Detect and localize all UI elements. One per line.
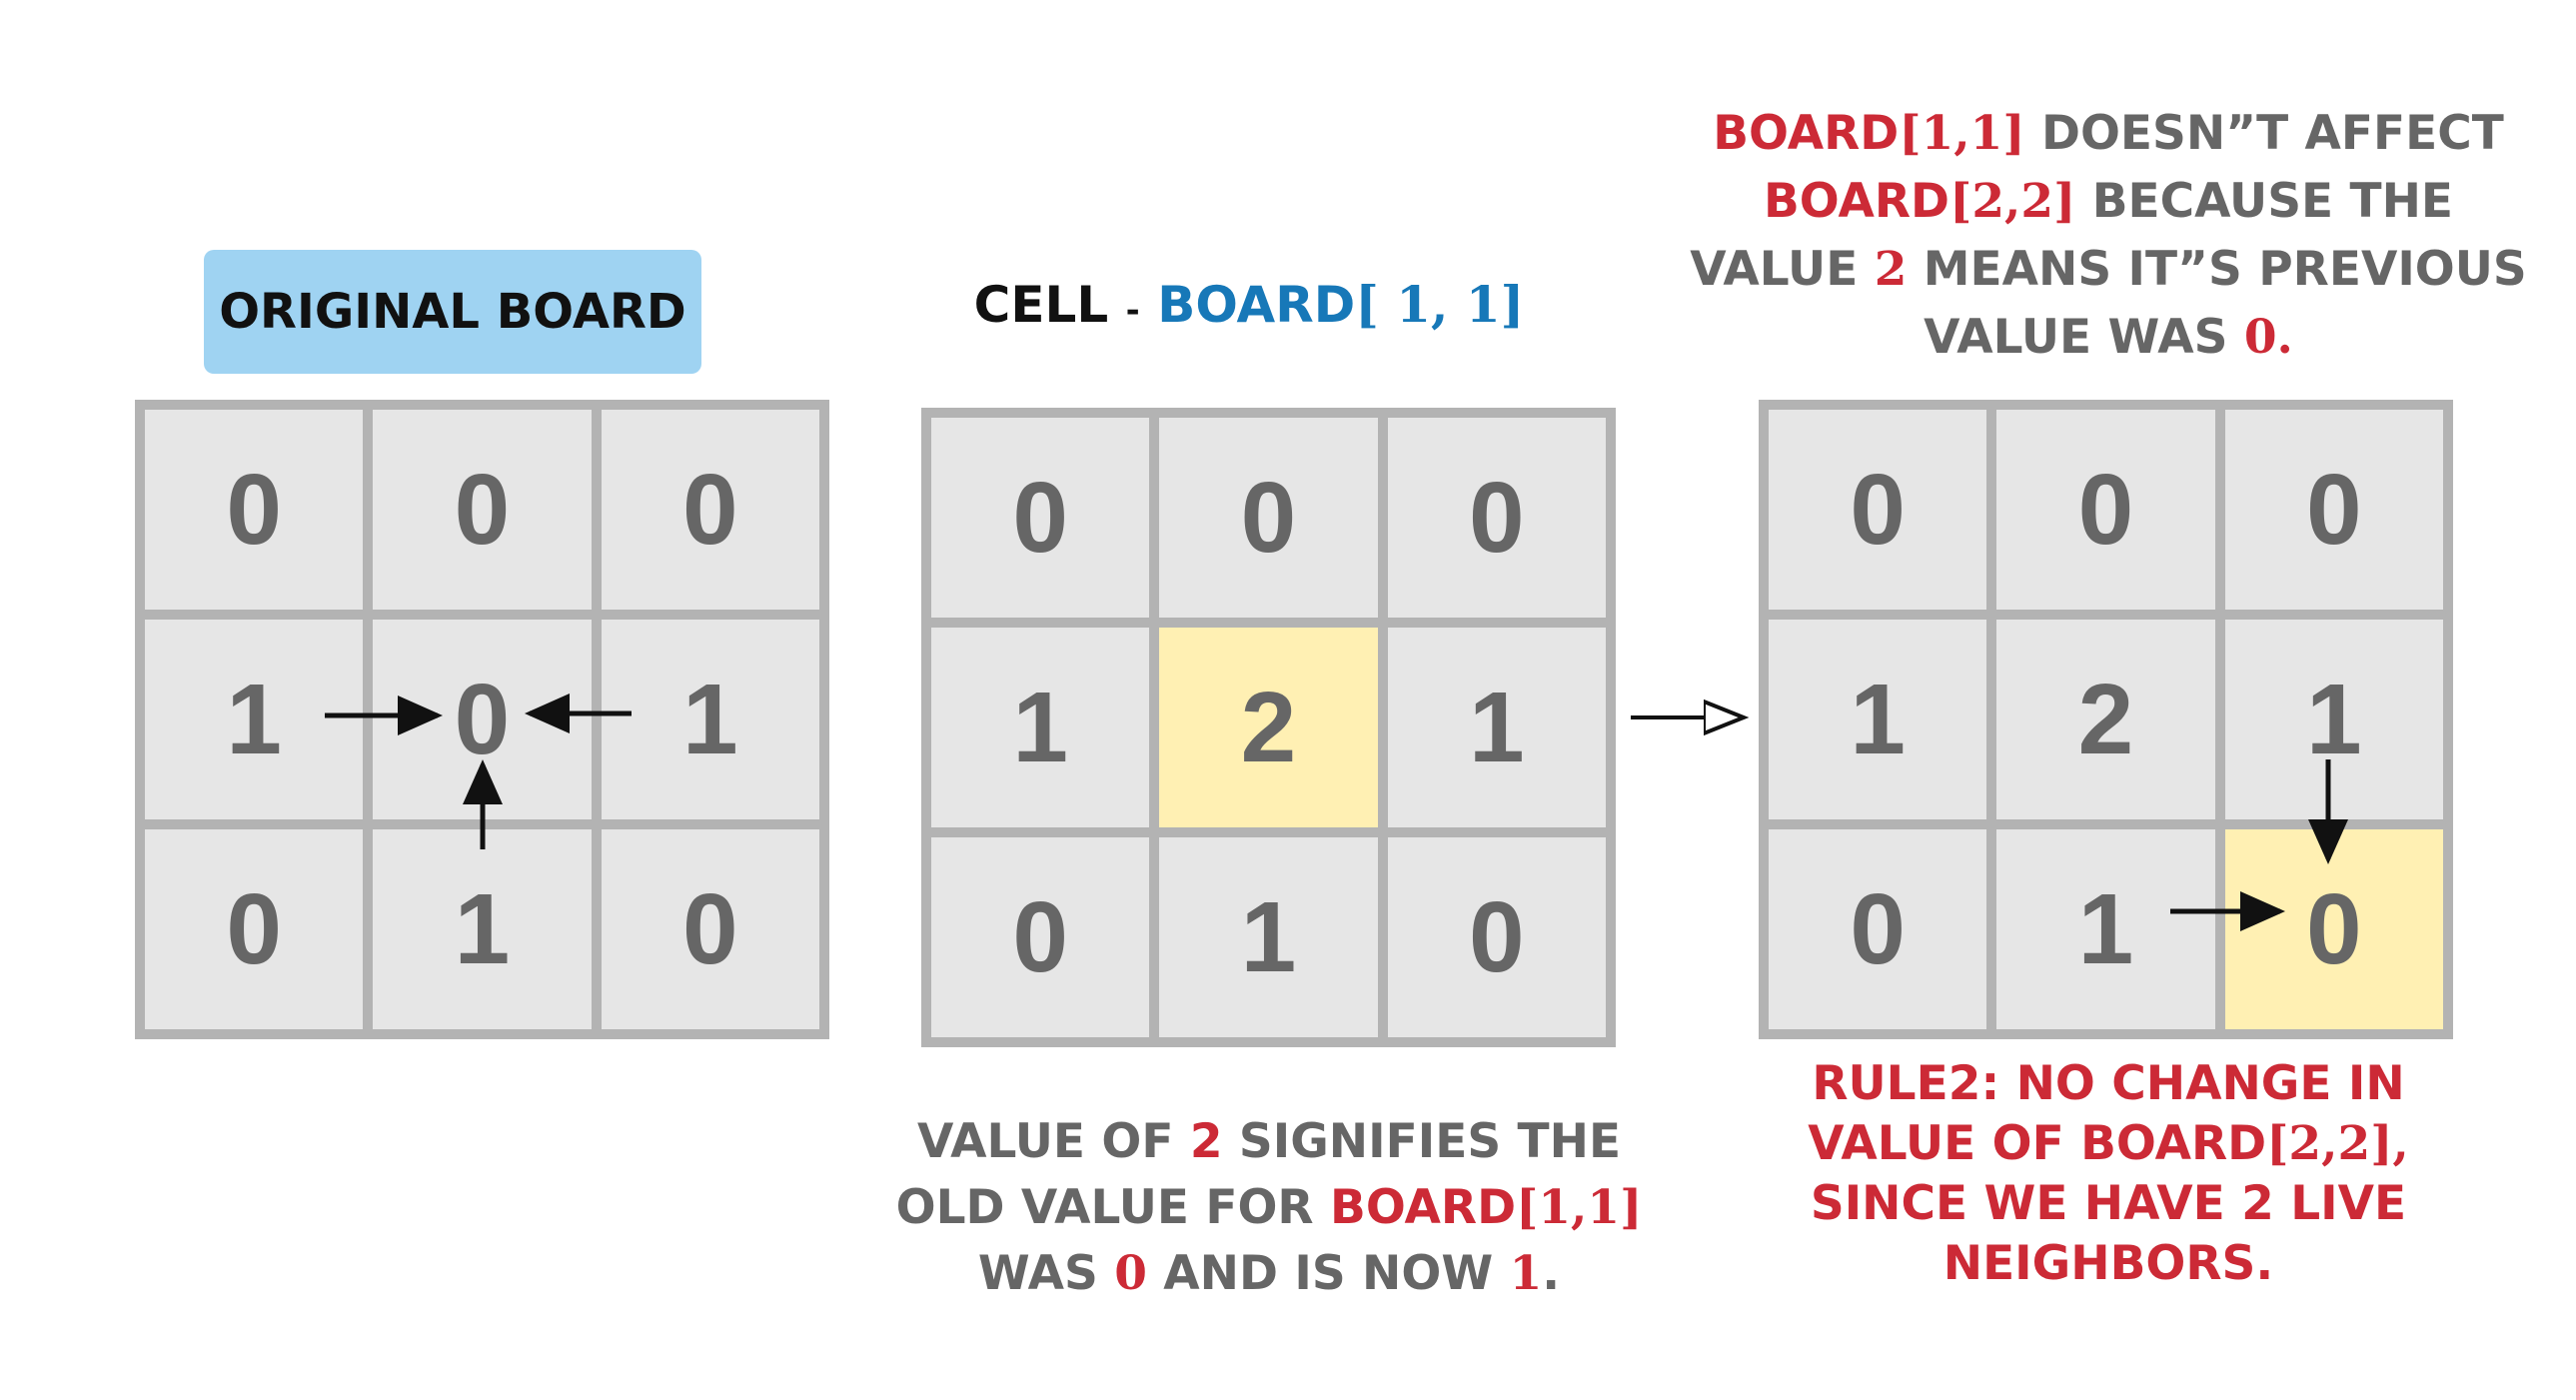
rule-note-index: [2,2], [2266,1116,2409,1171]
board-cell: 0 [145,829,364,1029]
cell-label-dash: - [1125,291,1140,331]
board-cell: 0 [601,410,819,610]
middle-note: VALUE OF 2 SIGNIFIES THE OLD VALUE FOR B… [879,1109,1659,1307]
top-note-text: VALUE [1690,242,1875,297]
board-cell: 2 [1996,620,2215,819]
original-board-label: ORIGINAL BOARD [204,250,701,374]
top-note-text: MEANS IT”S PREVIOUS [1907,242,2527,297]
middle-note-text: . [1542,1246,1561,1301]
top-note-text: BECAUSE THE [2075,174,2454,229]
rule-note-text: VALUE OF [1808,1116,2081,1171]
top-note-index: [1,1] [1899,106,2025,161]
board-cell: 0 [145,410,364,610]
rule-note-line: SINCE WE HAVE 2 LIVE [1810,1176,2407,1231]
board-cell: 0 [601,829,819,1029]
board-cell: 0 [1769,829,1987,1029]
middle-note-text: OLD VALUE FOR [895,1180,1330,1235]
top-note-text: VALUE WAS [1924,310,2244,365]
middle-note-text: WAS [977,1246,1115,1301]
board-cell: 0 [1159,418,1378,618]
rule-note-line: NEIGHBORS. [1942,1236,2274,1291]
board-cell: 1 [931,628,1150,827]
board-cell: 1 [1387,628,1606,827]
board-cell: 0 [1996,410,2215,610]
cell-label-index: [ 1, 1] [1355,275,1525,334]
top-note-text: DOESN”T AFFECT [2024,106,2504,161]
rule-note-board: BOARD [2080,1116,2267,1171]
middle-note-value: 2 [1189,1114,1223,1169]
board-cell: 1 [2224,620,2443,819]
top-note-value: 2 [1874,242,1908,297]
middle-note-board: BOARD [1330,1180,1517,1235]
cell-label: CELL - BOARD[ 1, 1] [899,270,1599,346]
board-cell: 0 [1769,410,1987,610]
board-cell: 0 [1387,418,1606,618]
middle-note-value: 0 [1114,1246,1147,1301]
top-note-board: BOARD [1763,174,1950,229]
board-cell: 2 [1159,628,1378,827]
middle-note-text: SIGNIFIES THE [1222,1114,1622,1169]
rule-note-line: RULE2: NO CHANGE IN [1812,1056,2405,1111]
board-cell: 1 [601,620,819,819]
rule-note: RULE2: NO CHANGE IN VALUE OF BOARD[2,2],… [1759,1054,2458,1294]
board-cell: 0 [1387,837,1606,1037]
middle-note-text: AND IS NOW [1146,1246,1510,1301]
board-cell: 0 [931,837,1150,1037]
board-cell: 1 [1769,620,1987,819]
middle-note-index: [1,1] [1516,1180,1643,1235]
middle-note-value: 1 [1509,1246,1543,1301]
board-cell: 0 [2224,410,2443,610]
top-note-board: BOARD [1713,106,1900,161]
board-cell: 0 [373,410,592,610]
board-cell: 1 [1996,829,2215,1029]
board-cell: 1 [373,829,592,1029]
top-note-value: 0. [2243,310,2293,365]
board-cell: 1 [145,620,364,819]
board-cell: 0 [931,418,1150,618]
cell-label-board: BOARD [1157,276,1356,334]
top-note-index: [2,2] [1949,174,2076,229]
board-cell: 1 [1159,837,1378,1037]
middle-note-text: VALUE OF [916,1114,1190,1169]
top-note: BOARD[1,1] DOESN”T AFFECT BOARD[2,2] BEC… [1679,100,2538,372]
cell-label-prefix: CELL [973,276,1109,334]
